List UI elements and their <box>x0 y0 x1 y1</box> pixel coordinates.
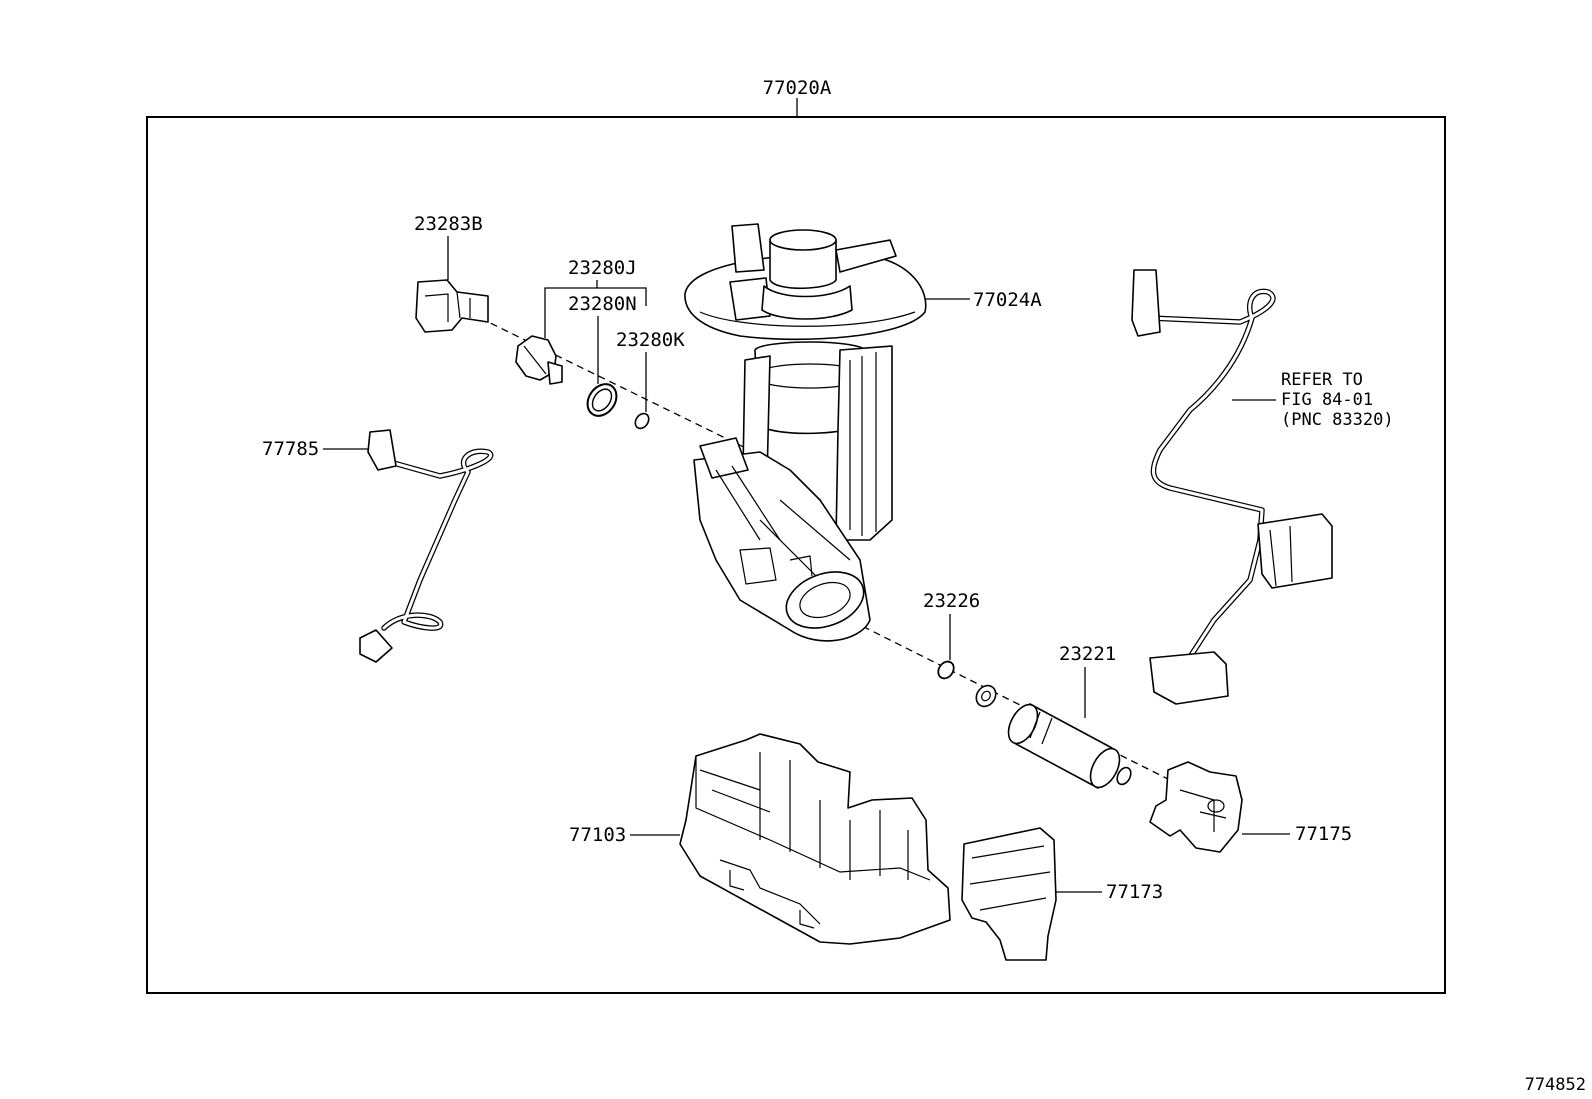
cover-77173[interactable] <box>961 827 1057 961</box>
label-77785[interactable]: 77785 <box>262 438 319 460</box>
figure-number: 774852 <box>1525 1075 1586 1095</box>
fuel-pump-23221[interactable] <box>1003 700 1134 792</box>
o-ring-23280n[interactable] <box>582 379 623 422</box>
assembly-frame <box>146 116 1446 994</box>
sender-gauge-reference[interactable] <box>1131 269 1333 705</box>
o-ring-23226[interactable] <box>935 659 957 682</box>
reference-note-line2: FIG 84-01 <box>1281 390 1373 410</box>
label-77024a[interactable]: 77024A <box>973 289 1042 311</box>
label-23226[interactable]: 23226 <box>923 590 980 612</box>
reference-note-line3: (PNC 83320) <box>1281 410 1394 430</box>
label-77173[interactable]: 77173 <box>1106 881 1163 903</box>
bushing[interactable] <box>972 682 999 710</box>
filter-23280j[interactable] <box>515 335 563 385</box>
label-23280k[interactable]: 23280K <box>616 329 685 351</box>
label-23280j[interactable]: 23280J <box>568 257 637 279</box>
o-ring-23280k[interactable] <box>632 411 651 431</box>
label-23221[interactable]: 23221 <box>1059 643 1116 665</box>
assembly-label[interactable]: 77020A <box>763 77 832 99</box>
filter-case-77103[interactable] <box>679 733 951 945</box>
pump-retainer-77175[interactable] <box>1149 761 1243 853</box>
fuel-pump-body-77024a[interactable] <box>684 223 927 642</box>
label-77175[interactable]: 77175 <box>1295 823 1352 845</box>
reference-note-line1: REFER TO <box>1281 370 1363 390</box>
label-23280n[interactable]: 23280N <box>568 293 637 315</box>
sender-gauge-77785[interactable] <box>359 429 494 663</box>
clip-23283b[interactable] <box>415 279 489 333</box>
label-77103[interactable]: 77103 <box>569 824 626 846</box>
label-23283b[interactable]: 23283B <box>414 213 483 235</box>
